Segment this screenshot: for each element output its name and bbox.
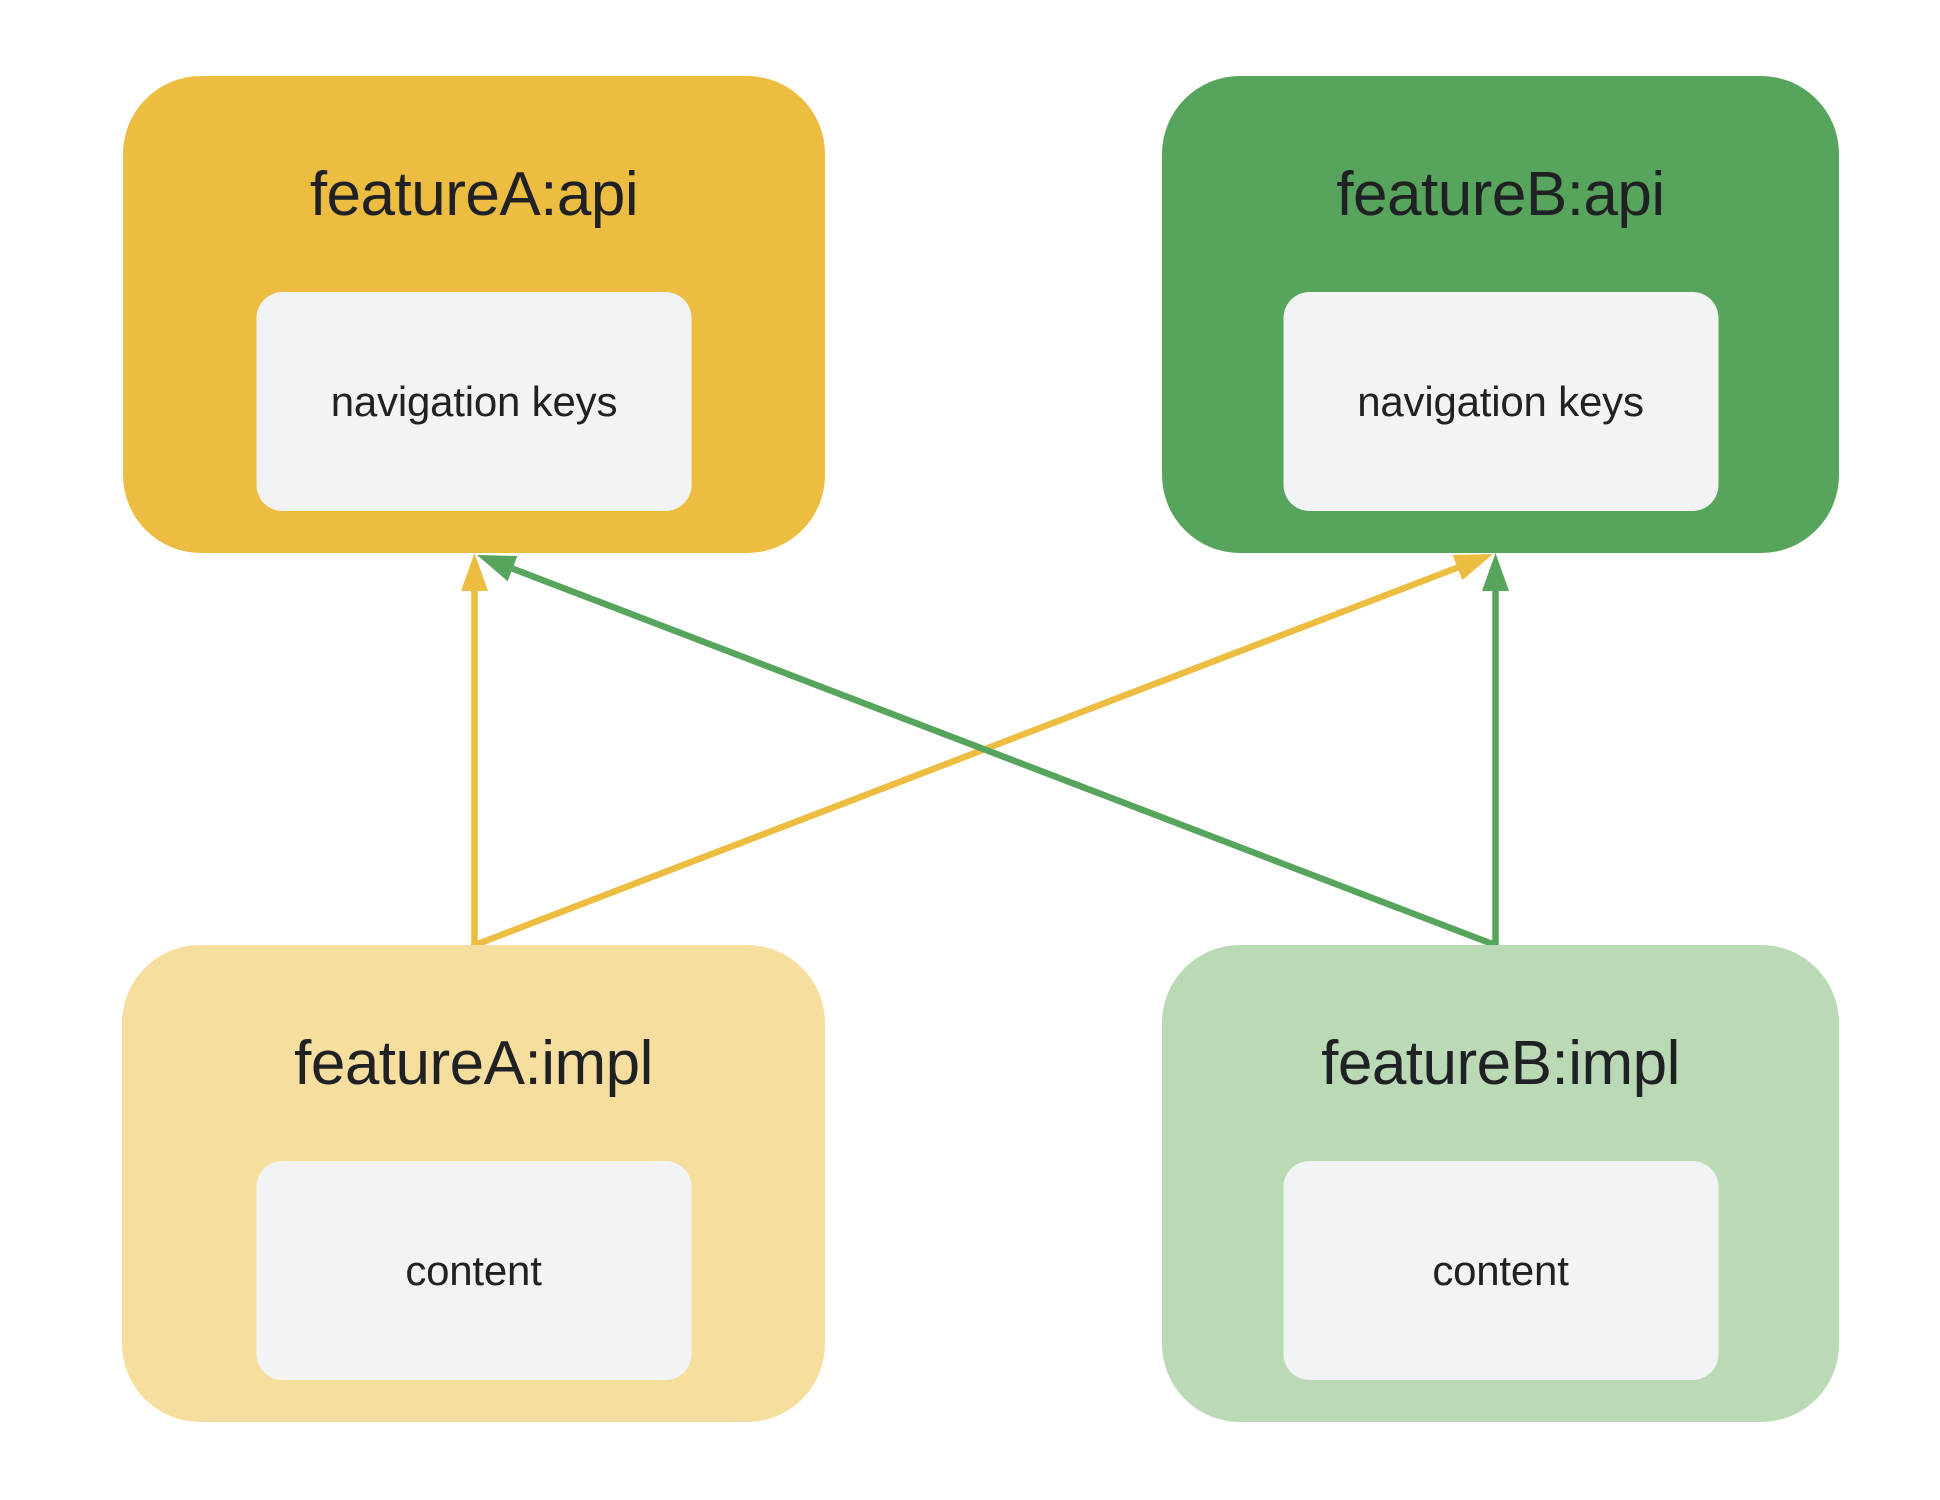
arrow-head-featureBimpl-to-featureAapi	[477, 555, 518, 582]
module-featureB-impl: featureB:impl content	[1162, 945, 1839, 1422]
module-title: featureA:impl	[294, 1029, 653, 1098]
module-featureA-impl: featureA:impl content	[122, 945, 825, 1422]
inner-box: content	[1283, 1161, 1718, 1380]
module-featureB-api: featureB:api navigation keys	[1162, 76, 1839, 553]
inner-box-label: content	[1432, 1246, 1569, 1294]
module-featureA-api: featureA:api navigation keys	[123, 76, 825, 553]
inner-box-label: navigation keys	[1357, 377, 1644, 425]
arrow-line-featureBimpl-to-featureAapi	[511, 565, 1497, 949]
inner-box-label: content	[405, 1246, 542, 1294]
module-title: featureB:impl	[1321, 1029, 1680, 1098]
inner-box: navigation keys	[1283, 292, 1718, 511]
inner-box: navigation keys	[256, 292, 692, 511]
inner-box: content	[256, 1161, 691, 1380]
module-title: featureB:api	[1336, 160, 1665, 229]
arrow-head-featureAimpl-to-featureBapi	[1452, 554, 1493, 581]
arrow-head-featureAimpl-to-featureAapi	[461, 553, 488, 591]
arrow-head-featureBimpl-to-featureBapi	[1482, 553, 1509, 591]
arrow-line-featureAimpl-to-featureBapi	[473, 564, 1459, 949]
module-title: featureA:api	[309, 160, 639, 229]
inner-box-label: navigation keys	[330, 377, 618, 425]
